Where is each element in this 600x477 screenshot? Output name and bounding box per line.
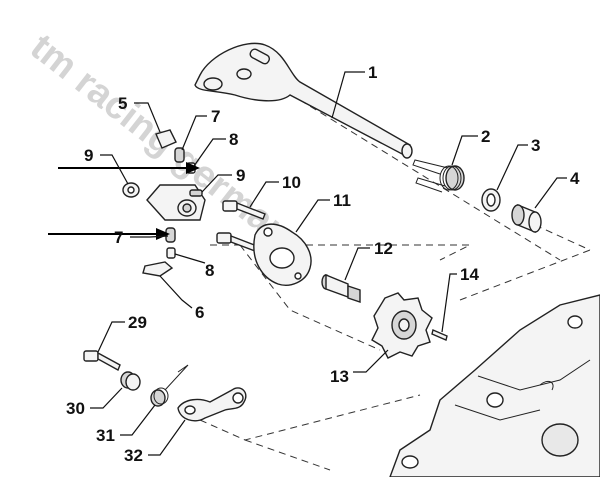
- arrow-indicator-lower: [48, 228, 170, 240]
- part-29-bolt: [83, 350, 121, 371]
- callout-30: 30: [66, 399, 85, 418]
- callout-14: 14: [460, 265, 479, 284]
- callout-8-lower: 8: [205, 261, 214, 280]
- callout-9-right: 9: [236, 166, 245, 185]
- part-32-lever: [177, 387, 247, 422]
- part-8-pin-lower: [166, 247, 176, 259]
- callout-11: 11: [333, 191, 351, 210]
- callout-8-upper: 8: [229, 130, 238, 149]
- part-11-guide-plate: [253, 223, 312, 286]
- part-13-shift-star: [371, 292, 433, 359]
- part-7-spring-upper: [174, 147, 185, 163]
- part-9-pawl-carrier: [146, 184, 206, 221]
- callout-12: 12: [374, 239, 393, 258]
- part-4-bushing: [511, 203, 542, 234]
- part-31-spring: [150, 364, 189, 407]
- part-3-washer: [481, 188, 501, 212]
- callout-9-left: 9: [84, 146, 93, 165]
- engine-case: [389, 294, 600, 477]
- leader-lines: [90, 71, 567, 456]
- callout-4: 4: [570, 169, 580, 188]
- callout-2: 2: [481, 127, 490, 146]
- callout-5: 5: [118, 94, 127, 113]
- callout-7-lower: 7: [114, 228, 123, 247]
- callout-3: 3: [531, 136, 540, 155]
- callout-13: 13: [330, 367, 349, 386]
- callout-10: 10: [282, 173, 301, 192]
- callout-7-upper: 7: [211, 107, 220, 126]
- callout-labels: 1 2 3 4 5 7 8 9 9 10 11 12 14 7 8 6 29 1…: [66, 63, 580, 465]
- arrow-indicator-upper: [58, 162, 200, 174]
- part-6-pawl: [142, 261, 174, 277]
- callout-6: 6: [195, 303, 204, 322]
- part-5-block: [155, 129, 177, 149]
- part-30-bushing: [120, 371, 141, 391]
- part-10-bolt-lower: [216, 232, 258, 252]
- part-9-washer: [122, 182, 140, 198]
- callout-1: 1: [368, 63, 377, 82]
- part-2-return-spring: [412, 159, 465, 193]
- callout-29: 29: [128, 313, 147, 332]
- part-1-shift-shaft: [194, 42, 413, 159]
- part-14-pin: [431, 329, 448, 341]
- part-12-shoulder-bolt: [321, 273, 361, 303]
- callout-32: 32: [124, 446, 143, 465]
- callout-31: 31: [96, 426, 115, 445]
- part-10-bolt-upper: [222, 200, 266, 220]
